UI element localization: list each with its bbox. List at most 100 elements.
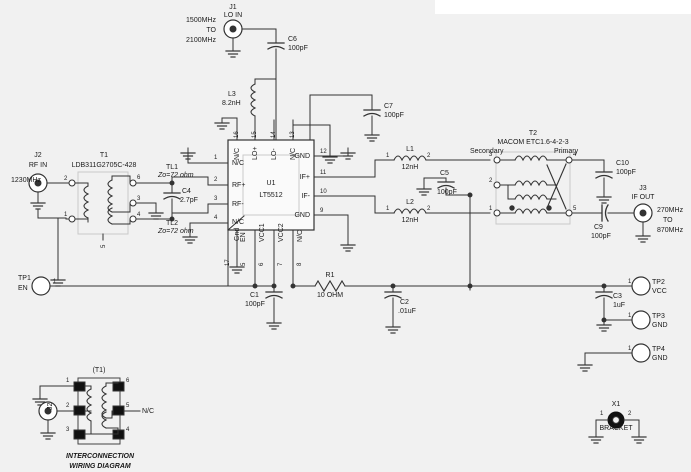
c7-ref: C7 — [384, 103, 393, 110]
c2-value: .01uF — [398, 308, 416, 315]
c5-value: 100pF — [437, 189, 457, 196]
c9-ref: C9 — [594, 224, 603, 231]
u1-pin1-num: 1 — [214, 155, 218, 161]
l1-ref: L1 — [406, 146, 414, 153]
c3-ref: C3 — [613, 293, 622, 300]
l2-pin2-num: 2 — [427, 206, 431, 212]
j2-ref: J2 — [34, 152, 42, 159]
c10-value: 100pF — [616, 169, 636, 176]
tp2-ref: TP2 — [652, 279, 665, 286]
c5-ref: C5 — [440, 170, 449, 177]
c4-ref: C4 — [182, 188, 191, 195]
tp4-ref: TP4 — [652, 346, 665, 353]
u1-pin3-label: RF- — [232, 201, 244, 208]
r1-ref: R1 — [325, 272, 335, 279]
j1-name: LO IN — [223, 12, 243, 19]
c6-value: 100pF — [288, 45, 308, 52]
top-white-bar — [435, 0, 691, 14]
r1-value: 10 OHM — [316, 292, 344, 299]
j3-name: IF OUT — [631, 194, 655, 201]
u1-pin9-num: 9 — [320, 208, 324, 214]
tp2-pin-num: 1 — [628, 279, 632, 285]
u1-pin16-label: N/C — [234, 147, 241, 160]
t1-pin2-num: 2 — [64, 176, 68, 182]
t1-pin6-num: 6 — [137, 175, 141, 181]
t1-pin4-num: 4 — [137, 212, 141, 218]
l2-ref: L2 — [406, 199, 414, 206]
u1-pin15-label: LO+ — [252, 146, 259, 160]
j3-ref: J3 — [639, 185, 647, 192]
u1-paddle-label: Gnd — [234, 227, 241, 241]
l1-pin1-num: 1 — [386, 153, 390, 159]
wiring-part-label: (T1) — [92, 367, 106, 374]
u1-pin4-num: 4 — [214, 215, 218, 221]
u1-pin2-label: RF+ — [232, 182, 246, 189]
u1-pin12-num: 12 — [320, 149, 327, 155]
l2-pin1-num: 1 — [386, 206, 390, 212]
u1-pin9-label: GND — [294, 212, 310, 219]
c7-value: 100pF — [384, 112, 404, 119]
wiring-pin5-num: 5 — [126, 403, 130, 409]
t1-pin5-num: 5 — [101, 244, 107, 248]
wiring-pin4-num: 4 — [126, 427, 130, 433]
u1-pin8-label: N/C — [297, 229, 304, 242]
c1-value: 100pF — [245, 301, 265, 308]
u1-pin14-num: 14 — [271, 131, 277, 138]
t2-ref: T2 — [528, 130, 538, 137]
j3-freq-1: 270MHz — [657, 207, 684, 214]
x1-ref: X1 — [611, 401, 621, 408]
j2-name: RF IN — [28, 162, 48, 169]
tp1-net: EN — [18, 285, 28, 292]
wiring-pin6-num: 6 — [126, 378, 130, 384]
u1-pin6-num: 6 — [259, 262, 265, 266]
x1-name: BRACKET — [599, 425, 633, 432]
c6-ref: C6 — [288, 36, 297, 43]
c4-value: 2.7pF — [180, 197, 198, 204]
c9-value: 100pF — [591, 233, 611, 240]
t2-pin5-num: 5 — [573, 206, 577, 212]
t1-part: LDB311G2705C-428 — [71, 162, 137, 169]
j1-freq-1: 1500MHz — [186, 17, 216, 24]
u1-pin5-label: EN — [240, 232, 247, 242]
u1-pin10-label: IF- — [301, 193, 310, 200]
j3-freq-3: 870MHz — [657, 227, 684, 234]
u1-paddle-num: 17 — [225, 259, 231, 266]
tp3-ref: TP3 — [652, 313, 665, 320]
u1-pin7-num: 7 — [278, 262, 284, 266]
u1-pin8-num: 8 — [297, 262, 303, 266]
u1-pin11-label: IF+ — [299, 174, 310, 181]
c10-ref: C10 — [616, 160, 629, 167]
j1-ref: J1 — [229, 4, 237, 11]
u1-pin4-label: N/C — [232, 219, 245, 226]
t1-pin1-num: 1 — [64, 212, 68, 218]
u1-pin2-num: 2 — [214, 177, 218, 183]
t2-part: MACOM ETC1.6-4-2-3 — [497, 139, 569, 146]
u1-pin5-num: 5 — [241, 262, 247, 266]
t2-pin4-num: 4 — [573, 152, 577, 158]
j1-freq-2: TO — [206, 27, 216, 34]
c1-ref: C1 — [250, 292, 259, 299]
t2-pin1-num: 1 — [489, 206, 493, 212]
l3-ref: L3 — [228, 91, 236, 98]
tp3-pin-num: 1 — [628, 313, 632, 319]
x1-pin1-num: 1 — [600, 411, 604, 417]
u1-pin3-num: 3 — [214, 196, 218, 202]
u1-pin13-num: 13 — [290, 131, 296, 138]
t2-primary-label: Primary — [554, 148, 579, 155]
u1-pin11-num: 11 — [320, 170, 327, 176]
wiring-connector-label: J2 — [47, 402, 54, 410]
u1-pin16-num: 16 — [234, 131, 240, 138]
j2-freq: 1230MHz — [11, 177, 41, 184]
tl1-value: Zo=72 ohm — [158, 172, 194, 179]
u1-pin7-label: VCC2 — [278, 223, 285, 242]
tl2-ref: TL2 — [166, 220, 179, 227]
l1-pin2-num: 2 — [427, 153, 431, 159]
tp3-net: GND — [652, 322, 668, 329]
t2-pin3-num: 3 — [489, 152, 493, 158]
wiring-title-2: WIRING DIAGRAM — [69, 463, 131, 470]
wiring-nc-label: N/C — [142, 408, 155, 415]
tp1-pin-num: 1 — [53, 279, 57, 285]
l3-value: 8.2nH — [222, 100, 241, 107]
tp2-net: VCC — [652, 288, 667, 295]
